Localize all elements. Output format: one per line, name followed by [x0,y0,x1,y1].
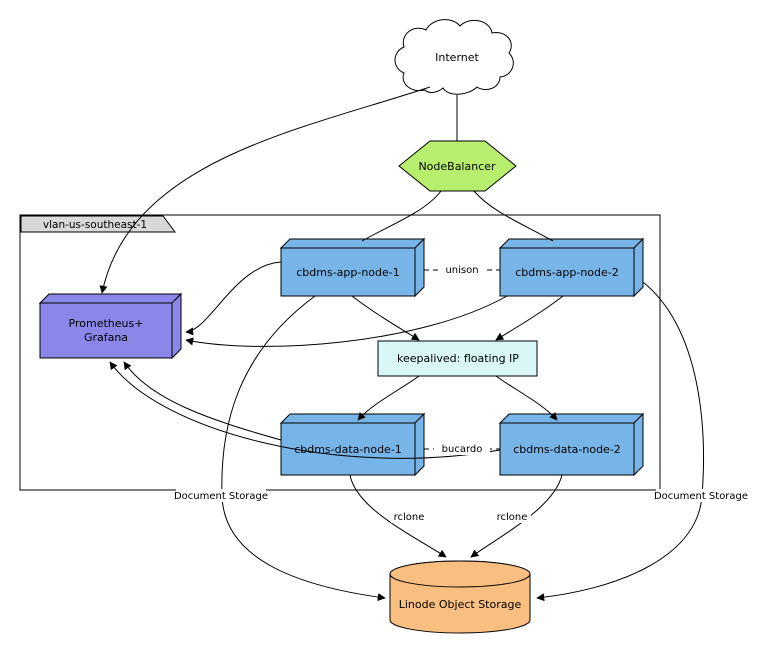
internet-node: Internet [394,19,514,95]
app-node-1: cbdms-app-node-1 [279,237,426,298]
unison-label: unison [445,265,478,276]
prometheus-front-face [39,302,173,359]
data-node-1-top-face [279,413,426,424]
app-node-1-top-face [279,238,426,249]
nodebalancer-hexagon [398,140,517,192]
bucardo-label: bucardo [442,444,483,455]
edge-data1-storage-rclone [349,474,447,558]
keepalived-box [377,340,538,377]
edge-nodebalancer-app1 [361,190,442,242]
prometheus-top-face [38,293,183,304]
vlan-container: vlan-us-southeast-1 [19,214,661,491]
keepalived-node: keepalived: floating IP [377,340,538,377]
prometheus-label-line2: Grafana [84,331,128,344]
app-node-2: cbdms-app-node-2 [498,237,645,298]
app-node-1-label: cbdms-app-node-1 [296,266,400,279]
edge-keepalived-data2 [495,375,558,421]
app-node-2-label: cbdms-app-node-2 [515,266,619,279]
internet-label: Internet [435,51,479,64]
edge-data2-prometheus [109,361,501,459]
object-storage-node: Linode Object Storage [389,560,531,634]
edge-app1-keepalived [351,295,420,341]
edge-nodebalancer-app2 [473,190,554,242]
edge-app2-keepalived [495,295,564,341]
rclone-right-label-bg [494,510,531,523]
data-node-1-side-face [414,412,425,477]
data-node-1-front-face [280,422,416,476]
prometheus-node: Prometheus+ Grafana [38,292,183,360]
nodebalancer-node: NodeBalancer [398,140,517,192]
app-node-1-front-face [280,247,416,297]
bucardo-label-bg [434,442,490,455]
prometheus-label-line1: Prometheus+ [69,317,144,330]
edge-data1-prometheus [123,361,282,441]
nodebalancer-label: NodeBalancer [418,160,496,173]
app-node-1-side-face [414,237,425,298]
data-node-1-label: cbdms-data-node-1 [294,443,402,456]
data-node-2: cbdms-data-node-2 [498,412,645,477]
object-storage-cylinder-top [389,560,531,588]
rclone-left-label: rclone [394,512,425,523]
prometheus-side-face [171,292,182,360]
edge-app2-prometheus [185,295,508,347]
edge-labels: unison bucardo rclone rclone Document St… [174,263,748,523]
document-storage-left-label: Document Storage [174,491,268,502]
document-storage-right-label-bg [656,489,746,502]
data-node-1: cbdms-data-node-1 [279,412,426,477]
vlan-label: vlan-us-southeast-1 [43,219,147,231]
document-storage-right-label: Document Storage [654,491,748,502]
document-storage-left-label-bg [176,489,266,502]
data-node-2-top-face [498,413,645,424]
edge-app1-prometheus [185,261,282,336]
data-node-2-front-face [499,422,635,476]
vlan-border [19,214,661,491]
edge-keepalived-data1 [357,375,420,421]
unison-label-bg [440,263,485,276]
data-node-2-side-face [633,412,644,477]
data-node-2-label: cbdms-data-node-2 [513,443,621,456]
edge-internet-prometheus [99,86,431,294]
rclone-right-label: rclone [497,512,528,523]
keepalived-label: keepalived: floating IP [397,352,519,365]
vlan-tab [20,215,176,233]
rclone-left-label-bg [391,510,428,523]
app-node-2-front-face [499,247,635,297]
internet-cloud-icon [394,19,514,95]
app-node-2-top-face [498,238,645,249]
app-node-2-side-face [633,237,644,298]
object-storage-label: Linode Object Storage [399,598,522,611]
